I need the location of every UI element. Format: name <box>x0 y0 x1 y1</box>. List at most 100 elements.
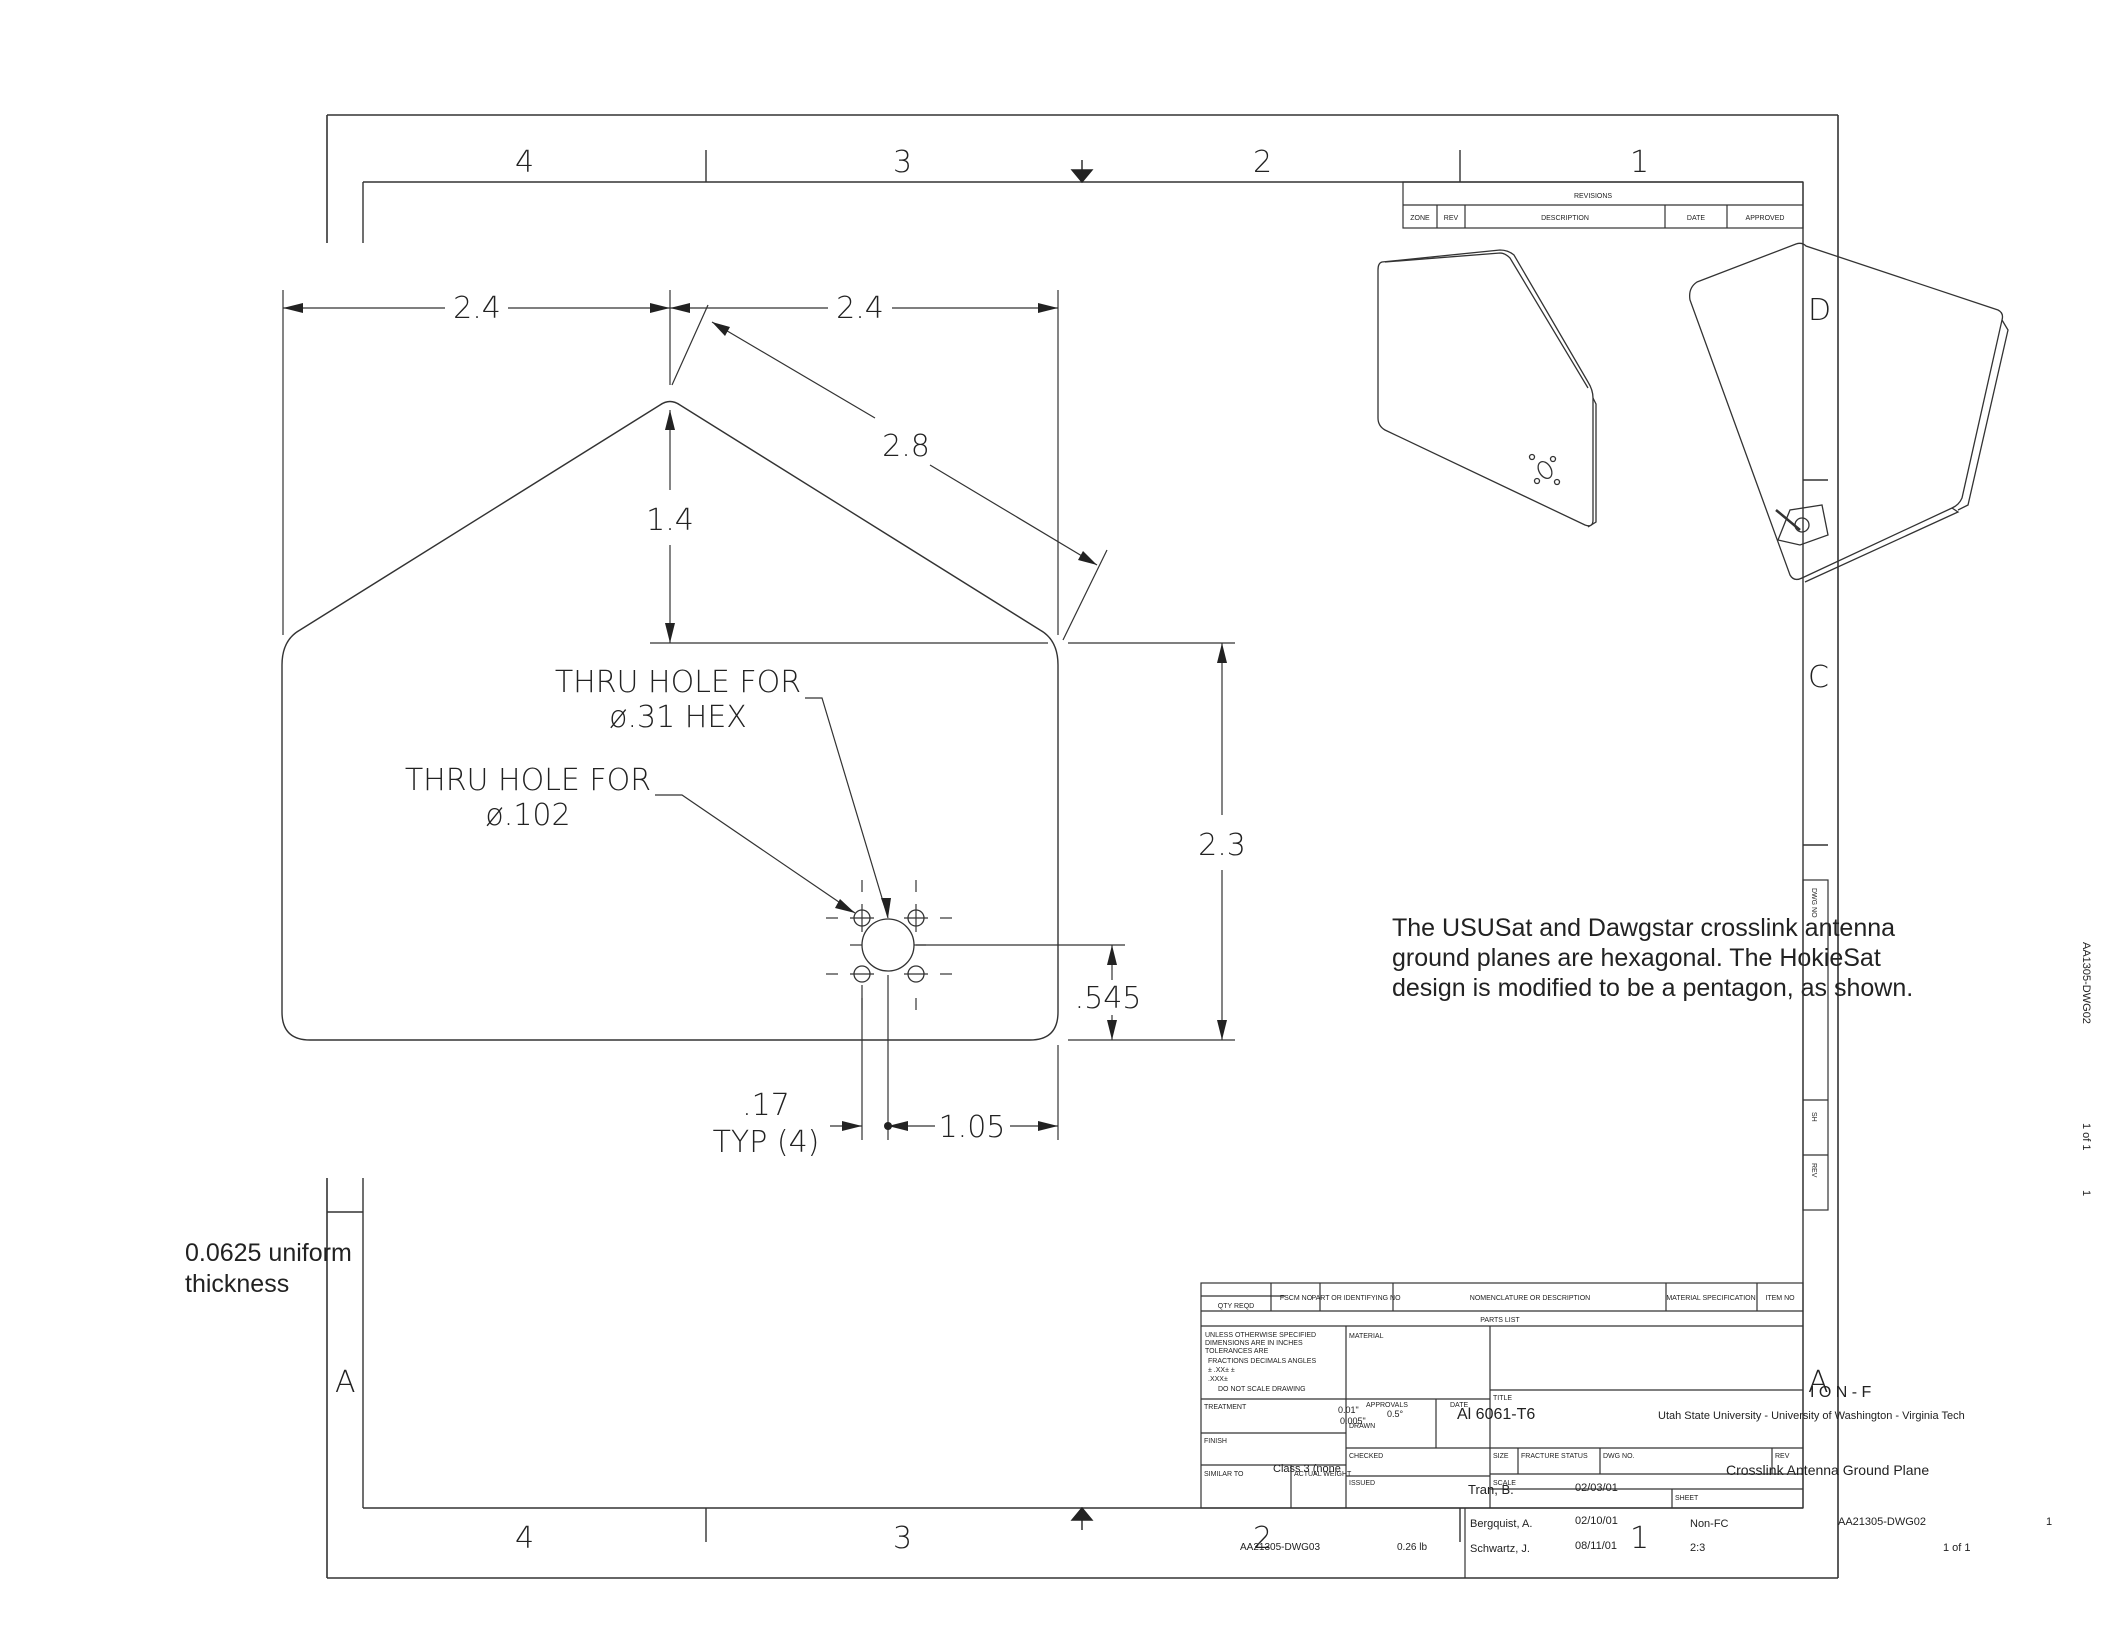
revisions-header-zone: ZONE <box>1410 215 1430 222</box>
zone-column-3-top: 3 <box>893 145 912 180</box>
center-arrows <box>1070 160 1094 1530</box>
inner-border <box>327 150 1828 1542</box>
scale-value: 2:3 <box>1690 1542 1705 1554</box>
side-strip-sh: SH <box>1810 1112 1817 1122</box>
part-title: Crosslink Antenna Ground Plane <box>1726 1462 1929 1478</box>
isometric-view-right <box>1689 242 2009 583</box>
tolerance-line-5: ± .XX± ± <box>1208 1367 1235 1374</box>
tolerance-value-3: 0.5° <box>1387 1409 1404 1419</box>
zone-column-4-bottom: 4 <box>515 1521 534 1556</box>
center-marks <box>826 880 952 1010</box>
title-label: TITLE <box>1493 1395 1512 1402</box>
revisions-header-description: DESCRIPTION <box>1541 215 1589 222</box>
issued-label: ISSUED <box>1349 1480 1375 1487</box>
side-strip <box>1802 879 1829 1211</box>
ground-plane-outline <box>281 400 1059 1041</box>
hole-pattern <box>853 909 925 983</box>
zone-column-2-top: 2 <box>1253 145 1272 180</box>
revisions-header-approved: APPROVED <box>1746 215 1785 222</box>
dimension-lines <box>282 290 1235 1140</box>
dim-small-hole-spacing: .17 <box>742 1088 790 1123</box>
zone-column-1-bottom: 1 <box>1630 1521 1649 1556</box>
checked-date: 02/10/01 <box>1575 1515 1618 1527</box>
drawing-number-value: AA21305-DWG02 <box>1838 1516 1926 1528</box>
issued-by: Schwartz, J. <box>1470 1543 1530 1555</box>
parts-header-item: ITEM NO <box>1765 1295 1795 1302</box>
dwg-no-label: DWG NO. <box>1603 1453 1635 1460</box>
approvals-label: APPROVALS <box>1366 1402 1408 1409</box>
parts-header-part: PART OR IDENTIFYING NO <box>1311 1295 1401 1302</box>
callout-hex-hole-line1: THRU HOLE FOR <box>555 665 801 700</box>
zone-row-a-left: A <box>335 1365 356 1400</box>
revisions-block <box>1402 181 1804 229</box>
callout-small-hole-line2: ø.102 <box>485 798 570 833</box>
tolerance-line-7: DO NOT SCALE DRAWING <box>1218 1386 1306 1393</box>
tolerance-line-2: DIMENSIONS ARE IN INCHES <box>1205 1340 1303 1347</box>
margin-drawing-no: AA1305-DWG02 <box>2080 942 2092 1024</box>
checked-by: Bergquist, A. <box>1470 1518 1532 1530</box>
weight-value: 0.26 lb <box>1397 1542 1427 1553</box>
zone-row-c: C <box>1808 660 1829 695</box>
organization-code: I O N - F <box>1810 1384 1872 1401</box>
dim-small-hole-qty: TYP (4) <box>713 1125 820 1160</box>
drawn-by: Tran, B. <box>1468 1482 1514 1497</box>
parts-header-nomenclature: NOMENCLATURE OR DESCRIPTION <box>1470 1295 1590 1302</box>
revisions-header-rev: REV <box>1444 215 1459 222</box>
drawn-date: 02/03/01 <box>1575 1482 1618 1494</box>
checked-label: CHECKED <box>1349 1453 1383 1460</box>
note-line-1: The USUSat and Dawgstar crosslink antenn… <box>1392 914 1895 942</box>
class-value: Class 3 (none <box>1273 1463 1341 1475</box>
hex-thru-hole <box>861 918 915 972</box>
tolerance-line-4: FRACTIONS DECIMALS ANGLES <box>1208 1358 1316 1365</box>
callout-small-hole-line1: THRU HOLE FOR <box>405 763 651 798</box>
dim-peak-height: 1.4 <box>646 503 694 538</box>
tolerance-line-3: TOLERANCES ARE <box>1205 1348 1269 1355</box>
thickness-note-line-1: 0.0625 uniform <box>185 1239 352 1267</box>
scale-label: SCALE <box>1493 1480 1516 1487</box>
sheet-label: SHEET <box>1675 1495 1699 1502</box>
dim-slope-length: 2.8 <box>882 429 930 464</box>
similar-to-value: AA21305-DWG03 <box>1240 1542 1320 1553</box>
dim-width-left: 2.4 <box>453 291 501 326</box>
dim-body-height: 2.3 <box>1198 828 1246 863</box>
zone-column-2-bottom: 2 <box>1253 1521 1272 1556</box>
material-value: Al 6061-T6 <box>1457 1406 1535 1423</box>
size-label: SIZE <box>1493 1453 1509 1460</box>
margin-sheet: 1 of 1 <box>2080 1123 2092 1151</box>
zone-row-a-right: A <box>1808 1365 1829 1400</box>
drawn-label: DRAWN <box>1349 1423 1375 1430</box>
tolerance-line-1: UNLESS OTHERWISE SPECIFIED <box>1205 1332 1316 1339</box>
zone-column-4-top: 4 <box>515 145 534 180</box>
sheet-value: 1 of 1 <box>1943 1542 1971 1554</box>
finish-label: FINISH <box>1204 1438 1227 1445</box>
sheet-frame <box>326 114 1839 1579</box>
tolerance-value-2: 0.005" <box>1340 1416 1366 1426</box>
date-label: DATE <box>1450 1402 1468 1409</box>
revision-value: 1 <box>2046 1516 2052 1528</box>
treatment-label: TREATMENT <box>1204 1404 1247 1411</box>
margin-rev: 1 <box>2080 1190 2092 1196</box>
dim-hole-offset-vertical: .545 <box>1075 981 1142 1016</box>
zone-column-3-bottom: 3 <box>893 1521 912 1556</box>
tolerance-line-6: .XXX± <box>1208 1376 1228 1383</box>
side-strip-dwg-no: DWG NO <box>1810 888 1817 918</box>
side-strip-rev: REV <box>1810 1163 1817 1178</box>
fracture-status-label: FRACTURE STATUS <box>1521 1453 1588 1460</box>
actual-weight-label: ACTUAL WEIGHT <box>1294 1471 1352 1478</box>
callout-hex-hole-line2: ø.31 HEX <box>609 700 747 735</box>
note-line-3: design is modified to be a pentagon, as … <box>1392 974 1913 1002</box>
rev-label: REV <box>1775 1453 1790 1460</box>
dim-hole-offset-horizontal: 1.05 <box>939 1110 1006 1145</box>
isometric-view-left <box>1377 249 1597 528</box>
zone-row-d: D <box>1808 293 1831 328</box>
issued-date: 08/11/01 <box>1575 1540 1617 1552</box>
dim-width-right: 2.4 <box>836 291 884 326</box>
revisions-title: REVISIONS <box>1574 193 1612 200</box>
zone-column-1-top: 1 <box>1630 145 1649 180</box>
similar-to-label: SIMILAR TO <box>1204 1471 1244 1478</box>
parts-list-caption: PARTS LIST <box>1480 1317 1520 1324</box>
title-block-grid <box>1200 1282 1804 1578</box>
parts-header-fscm: FSCM NO <box>1280 1295 1313 1302</box>
tolerance-value-1: 0.01" <box>1338 1405 1359 1415</box>
